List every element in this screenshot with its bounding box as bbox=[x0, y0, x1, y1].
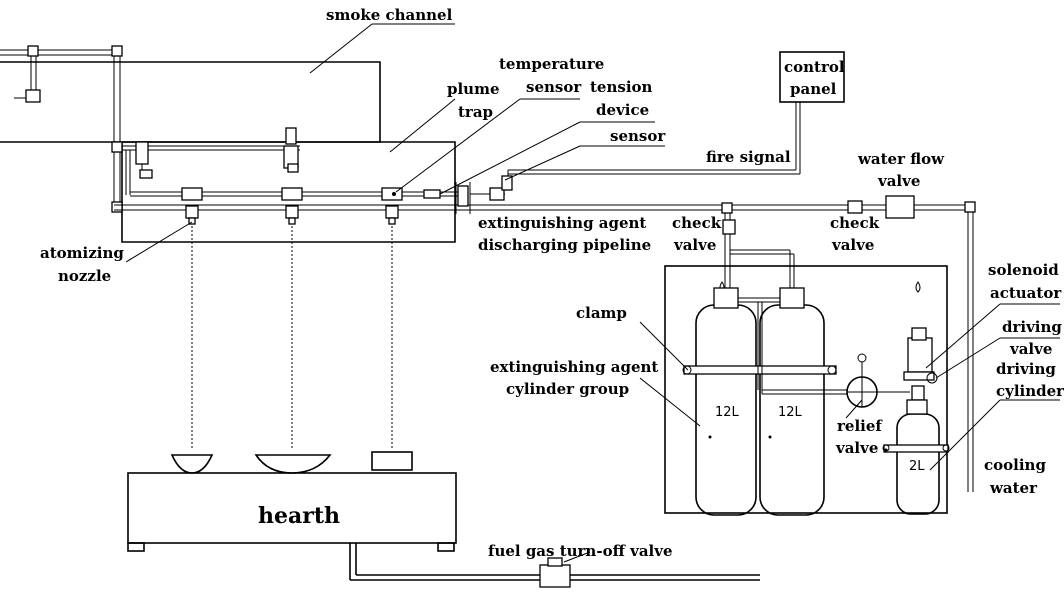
label-smoke-channel: smoke channel bbox=[326, 6, 453, 24]
label-solenoid-actuator-1: solenoid bbox=[988, 261, 1059, 279]
label-check-valve-a-1: check bbox=[672, 214, 722, 232]
label-cylinder-right-capacity: 12L bbox=[778, 405, 803, 420]
smoke-channel bbox=[0, 45, 381, 143]
label-plume-trap-2: trap bbox=[458, 103, 493, 121]
label-check-valve-b-2: valve bbox=[831, 236, 874, 254]
control-panel bbox=[779, 51, 845, 103]
label-driving-valve-1: driving bbox=[1002, 318, 1062, 336]
label-atomizing-nozzle-2: nozzle bbox=[58, 267, 111, 285]
label-water-flow-valve-2: valve bbox=[877, 172, 920, 190]
label-temperature-sensor-1: temperature bbox=[499, 55, 604, 73]
label-cylinder-group-1: extinguishing agent bbox=[490, 358, 658, 376]
label-fuel-gas-valve: fuel gas turn-off valve bbox=[488, 542, 673, 560]
label-cooling-water-1: cooling bbox=[984, 456, 1046, 474]
label-tension-device-1: tension bbox=[590, 78, 653, 96]
label-relief-valve-1: relief bbox=[837, 417, 883, 435]
label-driving-cylinder-1: driving bbox=[996, 360, 1056, 378]
label-cylinder-left-capacity: 12L bbox=[715, 405, 740, 420]
atomizing-nozzles bbox=[185, 205, 399, 450]
label-plume-trap-1: plume bbox=[447, 80, 500, 98]
label-driving-cylinder-2: cylinder bbox=[996, 382, 1064, 400]
label-cylinder-group-2: cylinder group bbox=[506, 380, 629, 398]
label-tension-device-2: device bbox=[596, 101, 649, 119]
leader-lines bbox=[125, 23, 1060, 563]
label-solenoid-actuator-2: actuator bbox=[990, 284, 1062, 302]
label-check-valve-a-2: valve bbox=[673, 236, 716, 254]
supply-pipework bbox=[111, 45, 976, 492]
label-control-panel-2: panel bbox=[790, 80, 837, 98]
label-atomizing-nozzle-1: atomizing bbox=[40, 244, 124, 262]
label-hearth: hearth bbox=[258, 503, 340, 529]
label-sensor: sensor bbox=[610, 127, 666, 145]
label-cooling-water-2: water bbox=[989, 479, 1038, 497]
label-water-flow-valve-1: water flow bbox=[857, 150, 945, 168]
label-temperature-sensor-2: sensor bbox=[526, 78, 582, 96]
label-control-panel-1: control bbox=[784, 58, 845, 76]
label-driving-cylinder-capacity: 2L bbox=[909, 459, 925, 474]
cylinder-cabinet bbox=[664, 249, 950, 516]
label-discharging-pipeline-1: extinguishing agent bbox=[478, 214, 646, 232]
label-driving-valve-2: valve bbox=[1009, 340, 1052, 358]
hearth bbox=[127, 451, 760, 588]
label-fire-signal: fire signal bbox=[706, 148, 791, 166]
label-clamp: clamp bbox=[576, 304, 627, 322]
label-check-valve-b-1: check bbox=[830, 214, 880, 232]
label-discharging-pipeline-2: discharging pipeline bbox=[478, 236, 651, 254]
label-relief-valve-2: valve bbox=[835, 439, 878, 457]
